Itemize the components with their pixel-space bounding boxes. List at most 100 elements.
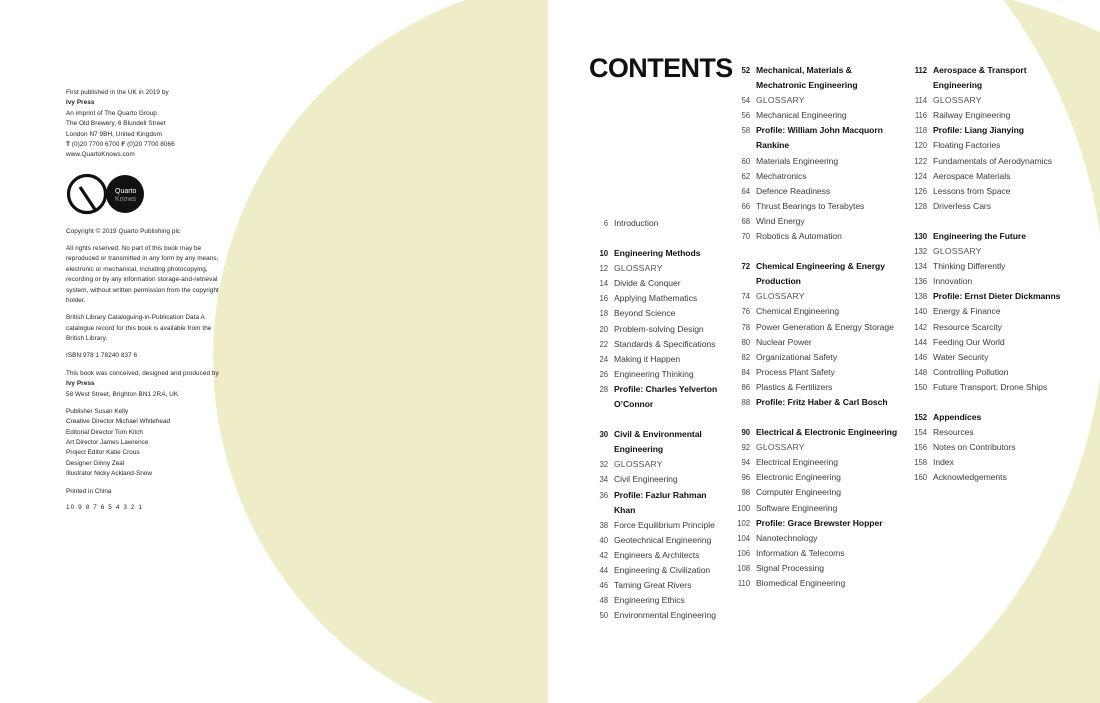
- toc-page-number: 130: [914, 231, 927, 241]
- toc-entry-label: Future Transport: Drone Ships: [933, 381, 1048, 392]
- toc-entry-label: Engineering Methods: [614, 248, 701, 259]
- toc-entry-label: Profile: Ernst Dieter Dickmanns: [933, 291, 1061, 302]
- toc-entry-label: Aerospace & Transport Engineering: [933, 65, 1027, 91]
- toc-page-number: 50: [599, 611, 609, 621]
- toc-entry[interactable]: 130 Engineering the Future: [907, 229, 1077, 244]
- toc-spacer: [730, 410, 902, 425]
- toc-page-number: 132: [914, 247, 927, 257]
- toc-page-number: 150: [914, 382, 927, 392]
- toc-page-number: 46: [599, 581, 609, 591]
- toc-page-number: 34: [599, 475, 609, 485]
- toc-entry-label: Profile: William John Macquorn Rankine: [756, 125, 883, 151]
- toc-entry-label: Biomedical Engineering: [756, 578, 846, 588]
- toc-entry-label: Beyond Science: [614, 308, 676, 319]
- conceived-line: This book was conceived, designed and pr…: [66, 369, 219, 377]
- toc-entry-label: Chemical Engineering & Energy Production: [756, 261, 885, 287]
- toc-page-number: 30: [599, 430, 609, 440]
- toc-page-number: 100: [737, 503, 750, 513]
- toc-page-number: 120: [914, 141, 927, 151]
- toc-entry-label: GLOSSARY: [614, 263, 663, 274]
- credit-role: Designer: [66, 459, 94, 467]
- toc-entry[interactable]: 150 Future Transport: Drone Ships: [907, 380, 1077, 395]
- credit-line: Creative Director Michael Whitehead: [66, 417, 226, 427]
- toc-entry-label: Engineering the Future: [933, 230, 1026, 241]
